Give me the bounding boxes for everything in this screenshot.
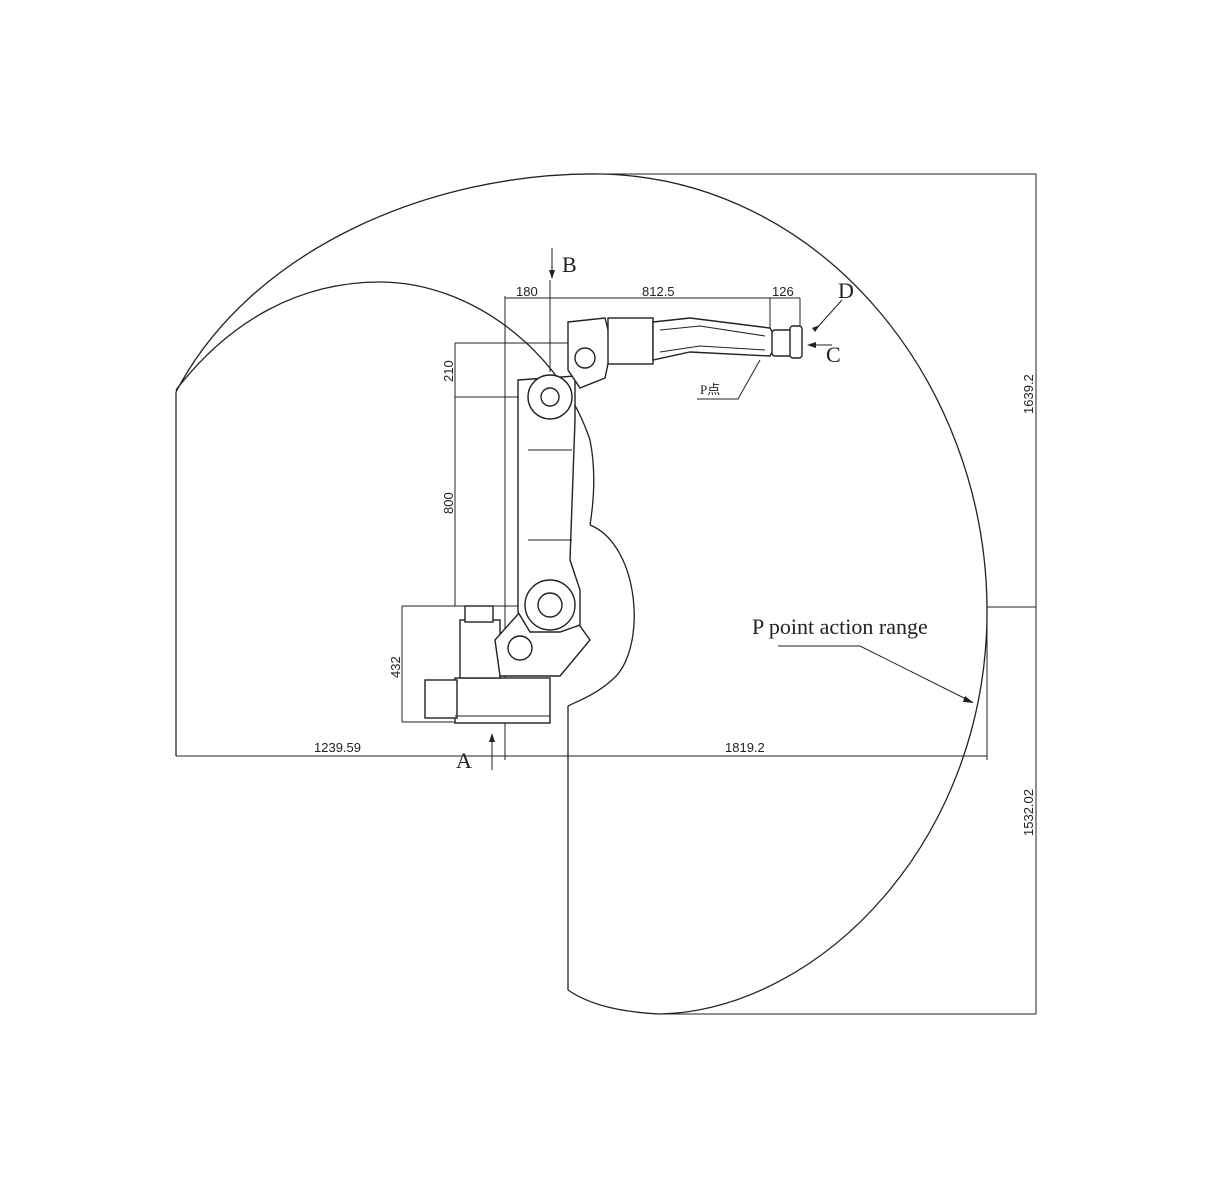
upper-arm-motor [607,317,654,365]
dim-800: 800 [441,492,456,514]
forearm-contour [659,325,766,353]
dim-210: 210 [441,360,456,382]
action-range-arrow [963,696,974,703]
action-range-leader [778,645,973,703]
outer-reach-arc [175,173,988,1015]
flange [789,325,803,359]
label-c: C [826,342,841,367]
dim-1819: 1819.2 [725,740,765,755]
base-clearance-arc [567,524,635,707]
arrow-a-head [489,733,495,742]
lower-arm [517,375,581,633]
elbow-joint-inner [540,387,560,407]
label-d: D [838,278,854,303]
arrow-c-head [807,342,816,348]
dimension-labels: 180 812.5 126 210 800 432 1239.59 1819.2… [314,284,1036,836]
wrist [771,329,793,357]
forearm [652,317,779,361]
inner-reach-arc [175,281,595,526]
arrow-b-head [549,270,555,279]
turret-joint [507,635,533,661]
dim-432: 432 [388,656,403,678]
dim-1639: 1639.2 [1021,374,1036,414]
robot-arm [424,317,803,724]
arrow-d-shaft [814,299,843,331]
upper-arm-joint [574,347,596,369]
letter-labels: B A C D P点 P point action range [456,252,928,773]
label-p-point: P点 [700,382,720,397]
label-b: B [562,252,577,277]
workspace-envelope [175,173,988,1015]
base-motor [459,619,501,679]
dim-1239: 1239.59 [314,740,361,755]
label-a: A [456,748,472,773]
dim-126: 126 [772,284,794,299]
dim-1532: 1532.02 [1021,789,1036,836]
base-connector [424,679,458,719]
dimension-lines [176,173,1037,1015]
base-motor-cap [464,605,494,623]
arrow-d-head [812,325,820,332]
dim-180: 180 [516,284,538,299]
lower-corner-arc [567,989,661,1015]
shoulder-joint-inner [537,592,563,618]
label-action-range: P point action range [752,614,928,639]
dim-812: 812.5 [642,284,675,299]
p-point-leader [697,359,761,400]
